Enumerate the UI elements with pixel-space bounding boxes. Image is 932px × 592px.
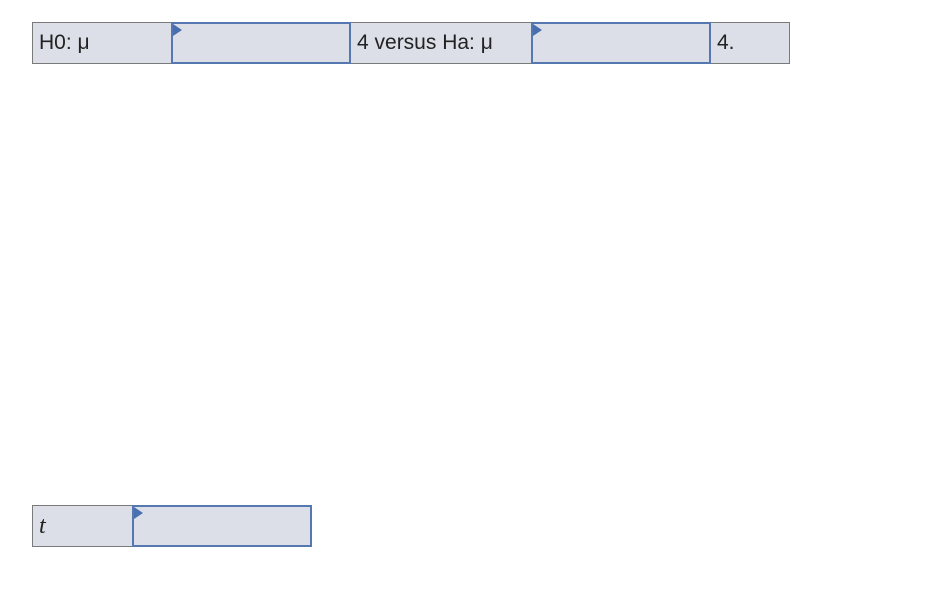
t-value <box>134 507 310 545</box>
t-label: t <box>39 512 46 539</box>
h0-label: H0: μ <box>39 31 90 54</box>
end-text: 4. <box>717 31 735 54</box>
hypothesis-row: H0: μ 4 versus Ha: μ 4. <box>32 22 790 64</box>
dropdown-indicator-icon <box>533 24 542 36</box>
ha-operator-value <box>533 24 709 62</box>
ha-operator-dropdown[interactable] <box>531 22 711 64</box>
t-value-dropdown[interactable] <box>132 505 312 547</box>
dropdown-indicator-icon <box>173 24 182 36</box>
test-statistic-row: t <box>32 505 312 547</box>
h0-operator-dropdown[interactable] <box>171 22 351 64</box>
dropdown-indicator-icon <box>134 507 143 519</box>
h0-operator-value <box>173 24 349 62</box>
middle-text: 4 versus Ha: μ <box>357 31 493 54</box>
